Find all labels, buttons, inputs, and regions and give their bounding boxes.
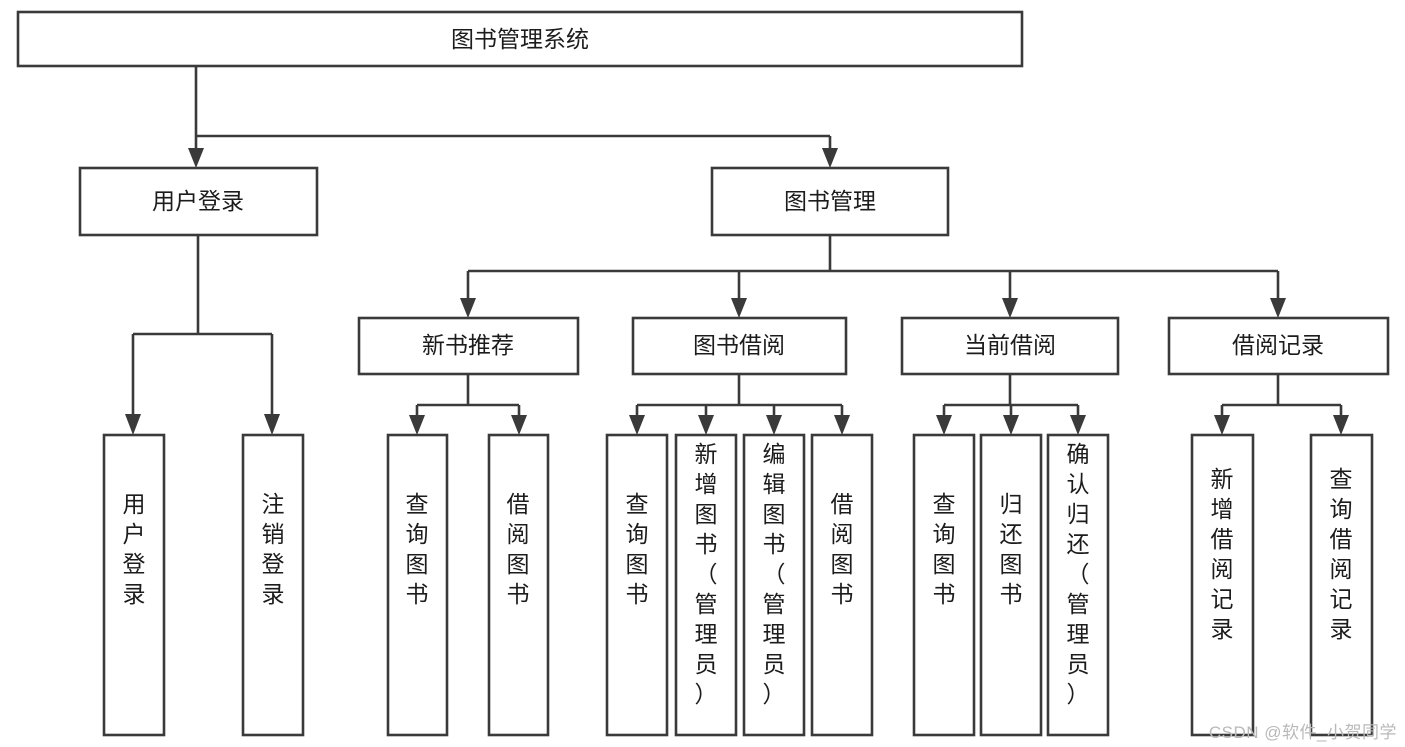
node-leaf-borrow-book-2[interactable]: 借阅图书: [810, 433, 874, 737]
node-leaf-query-book-2[interactable]: 查询图书: [605, 433, 669, 737]
arrow-head-leaf-borrow-book-1: [511, 415, 527, 435]
node-leaf-query-book-2-box[interactable]: [605, 433, 669, 737]
node-leaf-borrow-book-1-label: 借阅图书: [507, 491, 530, 607]
node-leaf-query-book-3[interactable]: 查询图书: [912, 433, 976, 737]
node-leaf-return-book[interactable]: 归还图书: [979, 433, 1043, 737]
connector-group-root: [188, 66, 838, 168]
node-leaf-user-login[interactable]: 用户登录: [102, 433, 166, 737]
node-leaf-return-book-box[interactable]: [979, 433, 1043, 737]
node-leaf-add-record[interactable]: 新增借阅记录: [1190, 433, 1255, 737]
connector-group-new-book-recommend: [409, 374, 527, 435]
node-leaf-borrow-book-1-box[interactable]: [487, 433, 550, 737]
node-borrow-record[interactable]: 借阅记录: [1167, 316, 1390, 376]
node-borrow-record-box[interactable]: [1167, 316, 1390, 376]
arrow-head-current-borrow: [1002, 298, 1018, 318]
csdn-watermark: CSDN @软件_小贺同学: [1208, 723, 1397, 742]
connector-group-book-management: [460, 235, 1286, 318]
node-root-label: 图书管理系统: [451, 26, 589, 52]
arrow-head-leaf-add-record: [1214, 415, 1230, 435]
node-root-box[interactable]: [16, 10, 1024, 68]
node-leaf-logout-label: 注销登录: [262, 491, 285, 607]
node-book-management[interactable]: 图书管理: [710, 166, 950, 237]
node-leaf-return-book-label: 归还图书: [1000, 491, 1023, 607]
arrow-head-user-login: [188, 148, 204, 168]
node-user-login[interactable]: 用户登录: [78, 166, 319, 237]
connector-group-book-borrow: [629, 374, 850, 435]
node-current-borrow-label: 当前借阅: [964, 332, 1056, 358]
node-user-login-box[interactable]: [78, 166, 319, 237]
node-root[interactable]: 图书管理系统: [16, 10, 1024, 68]
node-leaf-query-record-box[interactable]: [1309, 433, 1374, 737]
node-leaf-query-book-3-label: 查询图书: [933, 491, 956, 607]
arrow-head-leaf-query-book-1: [409, 415, 425, 435]
node-leaf-edit-book-label: 编辑图书（管理员）: [763, 441, 786, 707]
node-leaf-query-book-1-label: 查询图书: [406, 491, 429, 607]
connector-group-user-login: [125, 235, 280, 435]
node-book-management-label: 图书管理: [784, 188, 876, 214]
node-leaf-query-book-1[interactable]: 查询图书: [386, 433, 449, 737]
connector-group-borrow-record: [1214, 374, 1349, 435]
arrow-head-new-book-recommend: [460, 298, 476, 318]
node-leaf-add-book[interactable]: 新增图书（管理员）: [674, 433, 738, 737]
node-leaf-user-login-box[interactable]: [102, 433, 166, 737]
node-leaf-logout[interactable]: 注销登录: [241, 433, 305, 737]
node-leaf-query-record-label: 查询借阅记录: [1330, 466, 1353, 642]
node-leaf-add-book-box[interactable]: [674, 433, 738, 737]
node-leaf-user-login-label: 用户登录: [123, 491, 146, 607]
node-leaf-query-record[interactable]: 查询借阅记录: [1309, 433, 1374, 737]
node-current-borrow-box[interactable]: [900, 316, 1120, 376]
arrow-head-leaf-query-record: [1333, 415, 1349, 435]
node-borrow-record-label: 借阅记录: [1232, 332, 1324, 358]
arrow-head-book-management: [822, 148, 838, 168]
node-book-borrow-label: 图书借阅: [693, 332, 785, 358]
node-leaf-borrow-book-1[interactable]: 借阅图书: [487, 433, 550, 737]
arrow-head-leaf-add-book: [698, 415, 714, 435]
arrow-head-leaf-edit-book: [766, 415, 782, 435]
arrow-head-leaf-borrow-book-2: [834, 415, 850, 435]
node-leaf-logout-box[interactable]: [241, 433, 305, 737]
node-new-book-recommend-label: 新书推荐: [422, 332, 514, 358]
arrow-head-borrow-record: [1270, 298, 1286, 318]
node-leaf-confirm-return-box[interactable]: [1046, 433, 1110, 737]
node-leaf-add-record-box[interactable]: [1190, 433, 1255, 737]
connector-group-current-borrow: [936, 374, 1086, 435]
node-user-login-label: 用户登录: [152, 188, 244, 214]
node-leaf-query-book-1-box[interactable]: [386, 433, 449, 737]
node-leaf-borrow-book-2-box[interactable]: [810, 433, 874, 737]
node-book-borrow-box[interactable]: [631, 316, 848, 376]
arrow-head-leaf-user-login: [125, 414, 141, 435]
arrow-head-leaf-return-book: [1003, 415, 1019, 435]
node-leaf-confirm-return-label: 确认归还（管理员）: [1067, 441, 1090, 707]
node-leaf-borrow-book-2-label: 借阅图书: [831, 491, 854, 607]
arrow-head-leaf-confirm-return: [1070, 415, 1086, 435]
node-leaf-edit-book-box[interactable]: [742, 433, 806, 737]
arrow-head-leaf-query-book-3: [936, 415, 952, 435]
node-leaf-confirm-return[interactable]: 确认归还（管理员）: [1046, 433, 1110, 737]
node-new-book-recommend[interactable]: 新书推荐: [357, 316, 580, 376]
node-leaf-add-book-label: 新增图书（管理员）: [695, 441, 718, 707]
node-leaf-query-book-3-box[interactable]: [912, 433, 976, 737]
arrow-head-leaf-query-book-2: [629, 415, 645, 435]
node-leaf-edit-book[interactable]: 编辑图书（管理员）: [742, 433, 806, 737]
node-new-book-recommend-box[interactable]: [357, 316, 580, 376]
node-leaf-add-record-label: 新增借阅记录: [1211, 466, 1234, 642]
node-book-borrow[interactable]: 图书借阅: [631, 316, 848, 376]
node-leaf-query-book-2-label: 查询图书: [626, 491, 649, 607]
arrow-head-leaf-logout: [264, 414, 280, 435]
node-book-management-box[interactable]: [710, 166, 950, 237]
arrow-head-book-borrow: [731, 298, 747, 318]
node-current-borrow[interactable]: 当前借阅: [900, 316, 1120, 376]
